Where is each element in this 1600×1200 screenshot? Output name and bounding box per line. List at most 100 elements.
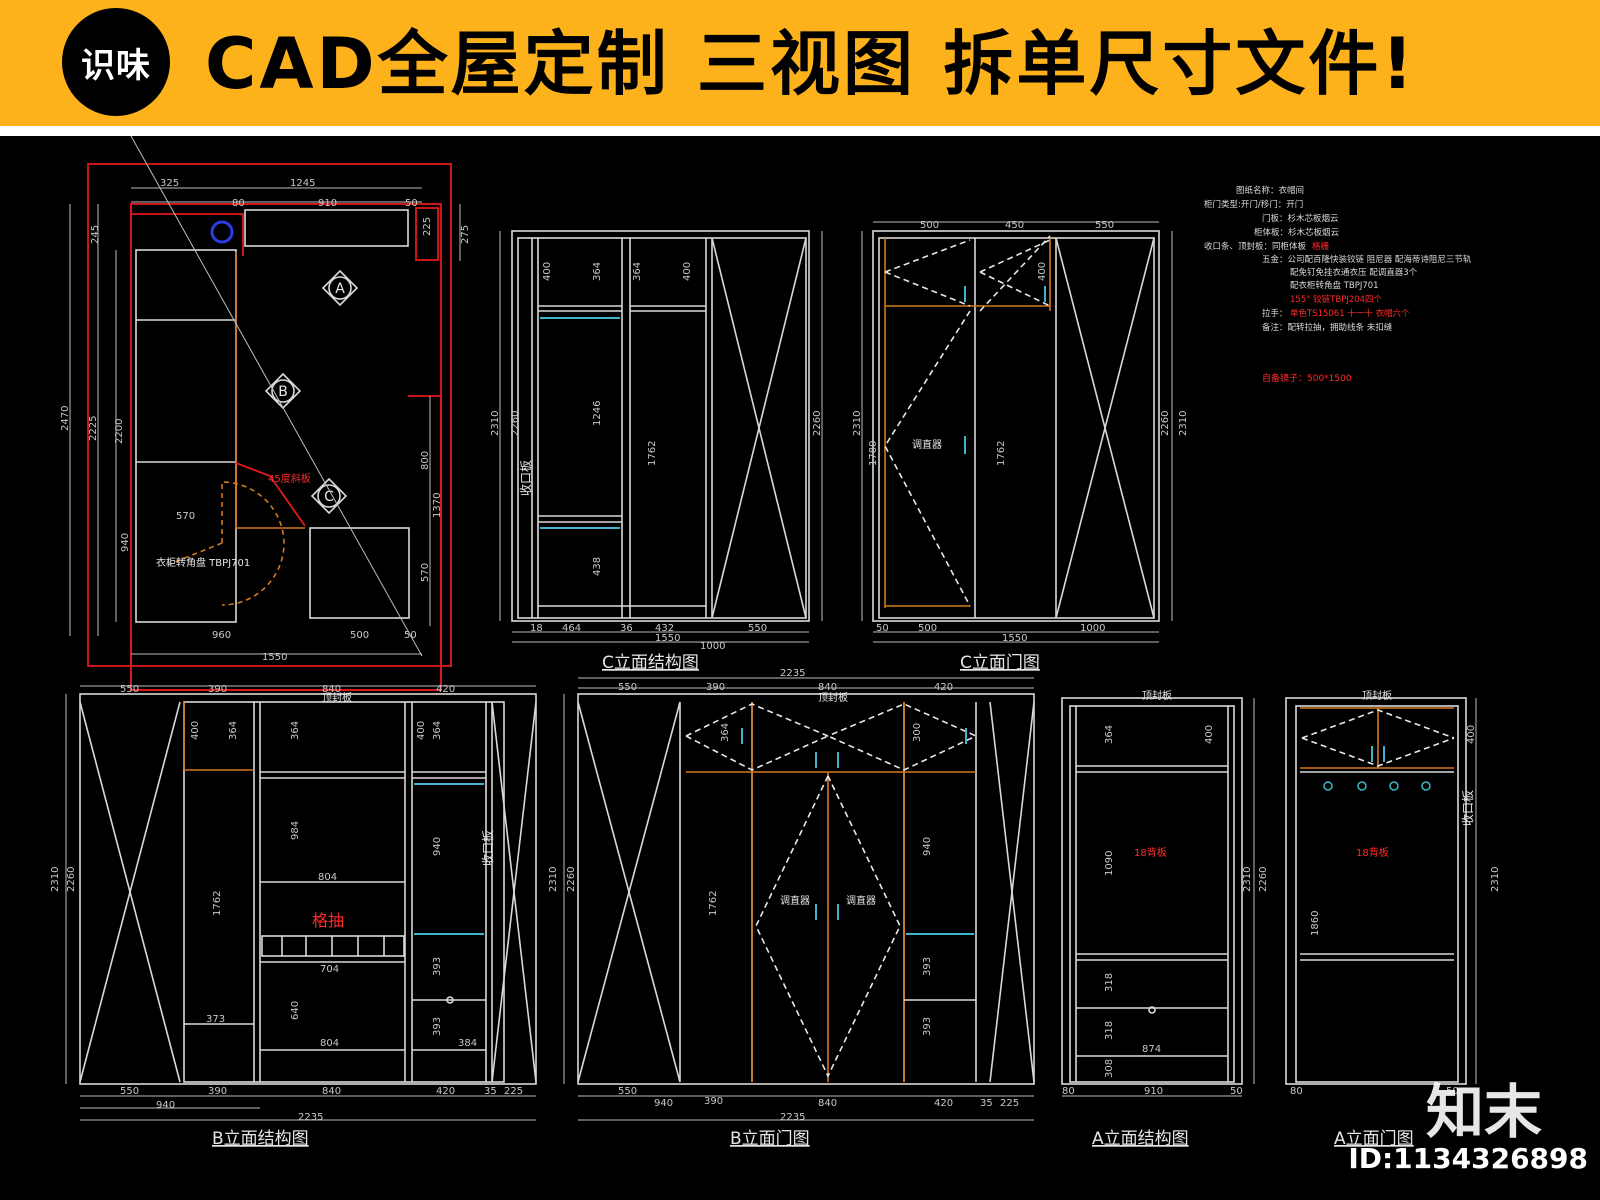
marker-a: A <box>335 281 345 297</box>
banner-divider <box>0 126 1600 136</box>
a-struct-dim-400: 400 <box>1204 725 1215 744</box>
a-door-dim-50: 50 <box>1446 1086 1459 1097</box>
note-line-9: 拉手： <box>1262 308 1288 319</box>
plan-dim-1550: 1550 <box>262 652 287 663</box>
b-door-dim-550: 550 <box>618 682 637 693</box>
a-struct-dim-2260: 2260 <box>1258 867 1269 892</box>
plan-dim-500: 500 <box>350 630 369 641</box>
plan-dim-570-inner: 570 <box>176 511 195 522</box>
b-door-dim-2235: 2235 <box>780 1112 805 1123</box>
a-struct-dim-1090: 1090 <box>1104 851 1115 876</box>
note-line-8: 配衣柜转角盘 TBPJ701 <box>1290 280 1379 291</box>
b-struct-dim-1762: 1762 <box>212 891 223 916</box>
note-red-4: 自备镜子：500*1500 <box>1262 372 1352 384</box>
b-struct-dim-400-b: 400 <box>416 721 427 740</box>
plan-dim-50: 50 <box>405 198 418 209</box>
a-door-dim-1860: 1860 <box>1310 911 1321 936</box>
note-red-3: 单色TS15061 十一十 衣帽六个 <box>1290 308 1410 319</box>
b-struct-dim-940-b: 940 <box>156 1100 175 1111</box>
b-struct-dim-35: 35 <box>484 1086 497 1097</box>
c-door-dim-550: 550 <box>1095 220 1114 231</box>
b-door-dim-bottom-420: 420 <box>934 1098 953 1109</box>
plan-dim-275: 275 <box>460 225 471 244</box>
b-struct-title: B立面结构图 <box>212 1129 309 1149</box>
b-struct-dim-225: 225 <box>504 1086 523 1097</box>
note-line-10: 备注：配转拉抽，拥助线条 未扣缝 <box>1262 322 1393 333</box>
c-door-dim-500: 500 <box>920 220 939 231</box>
c-struct-dim-364: 364 <box>592 262 603 281</box>
b-struct-dim-393-b: 393 <box>432 1017 443 1036</box>
floor-plan: A B C 325 1245 80 910 50 245 2470 2225 2… <box>60 136 471 691</box>
a-struct-dim-364: 364 <box>1104 725 1115 744</box>
c-struct-dim-400: 400 <box>542 262 553 281</box>
b-door-dim-364: 364 <box>720 723 731 742</box>
plan-dim-80: 80 <box>232 198 245 209</box>
elevation-b-structure: 550 390 840 420 顶封板 2310 2260 400 364 36… <box>50 684 537 1149</box>
title-banner: 识味 CAD全屋定制 三视图 拆单尺寸文件! <box>0 0 1600 126</box>
b-struct-dim-550: 550 <box>120 684 139 695</box>
c-door-dim-1550: 1550 <box>1002 633 1027 644</box>
b-struct-dim-390: 390 <box>208 684 227 695</box>
wall-column-marker <box>210 220 234 244</box>
spec-notes: 图纸名称：衣帽间 柜门类型:开门/移门：开门 门板：杉木芯板烟云 柜体板：杉木芯… <box>1204 185 1472 384</box>
a-struct-red-label: 18背板 <box>1134 846 1167 859</box>
c-struct-dim-1000: 1000 <box>700 641 725 652</box>
b-door-dim-2310: 2310 <box>548 867 559 892</box>
c-struct-dim-1762: 1762 <box>647 441 658 466</box>
c-struct-dim-36: 36 <box>620 623 633 634</box>
c-door-dim-400: 400 <box>1037 262 1048 281</box>
b-door-dim-bottom-550: 550 <box>618 1086 637 1097</box>
b-struct-dim-364-b: 364 <box>290 721 301 740</box>
a-struct-dim-874: 874 <box>1142 1044 1161 1055</box>
b-struct-dim-840: 840 <box>322 684 341 695</box>
b-struct-dim-364: 364 <box>228 721 239 740</box>
marker-b: B <box>278 384 288 400</box>
c-door-dim-1780: 1780 <box>868 441 879 466</box>
c-struct-dim-432: 432 <box>655 623 674 634</box>
b-door-dim-225: 225 <box>1000 1098 1019 1109</box>
c-struct-title: C立面结构图 <box>602 653 699 673</box>
b-struct-dim-bottom-420: 420 <box>436 1086 455 1097</box>
corner-tray-label: 衣柜转角盘 TBPJ701 <box>156 556 250 569</box>
c-door-dim-1000: 1000 <box>1080 623 1105 634</box>
c-struct-dim-464: 464 <box>562 623 581 634</box>
elevation-a-door: 顶封板 1860 2310 400 18背板 收口板 80 50 A立面门图 <box>1285 689 1501 1149</box>
b-struct-dim-640: 640 <box>290 1001 301 1020</box>
note-line-3: 门板：杉木芯板烟云 <box>1262 213 1339 224</box>
a-door-title: A立面门图 <box>1334 1129 1414 1149</box>
b-struct-red-label: 格抽 <box>312 911 344 930</box>
plan-dim-225: 225 <box>422 217 433 236</box>
plan-dim-2200: 2200 <box>114 419 125 444</box>
b-struct-dim-940: 940 <box>432 837 443 856</box>
plan-dim-910: 910 <box>318 198 337 209</box>
c-door-dim-50: 50 <box>876 623 889 634</box>
c-struct-dim-1550: 1550 <box>655 633 680 644</box>
c-door-dim-2310-r: 2310 <box>1178 411 1189 436</box>
elevation-c-door: 500 450 550 2310 1780 2260 2310 400 1762… <box>852 220 1189 673</box>
plan-dim-245: 245 <box>90 225 101 244</box>
b-struct-dim-2310: 2310 <box>50 867 61 892</box>
plan-dim-2470: 2470 <box>60 406 71 431</box>
b-door-dim-840: 840 <box>818 682 837 693</box>
b-struct-dim-984: 984 <box>290 821 301 840</box>
note-line-6: 五金：公司配百隆快装铰链 阻尼器 配海蒂诗阻尼三节轨 <box>1262 254 1472 265</box>
b-door-dim-35: 35 <box>980 1098 993 1109</box>
b-struct-dim-2235: 2235 <box>298 1112 323 1123</box>
elevation-c-structure: 2310 2260 2260 400 364 364 400 1246 1762… <box>490 230 823 673</box>
a-door-top-label: 顶封板 <box>1362 689 1392 702</box>
c-struct-dim-1246: 1246 <box>592 401 603 426</box>
a-door-dim-80: 80 <box>1290 1086 1303 1097</box>
note-red-2: 155° 铰链TBPJ204四个 <box>1290 294 1383 305</box>
b-door-dim-390: 390 <box>706 682 725 693</box>
c-struct-dim-364-b: 364 <box>632 262 643 281</box>
c-struct-dim-400-b: 400 <box>682 262 693 281</box>
note-red-1: 格栅 <box>1312 241 1330 252</box>
b-door-top-label: 顶封板 <box>818 691 848 704</box>
a-struct-dim-318-b: 318 <box>1104 1021 1115 1040</box>
plan-dim-2225: 2225 <box>88 416 99 441</box>
note-line-2: 柜门类型:开门/移门：开门 <box>1204 199 1303 210</box>
b-door-dim-bottom-840: 840 <box>818 1098 837 1109</box>
headline: CAD全屋定制 三视图 拆单尺寸文件! <box>205 23 1417 105</box>
plan-dim-1370: 1370 <box>432 493 443 518</box>
c-door-dim-2260: 2260 <box>1160 411 1171 436</box>
